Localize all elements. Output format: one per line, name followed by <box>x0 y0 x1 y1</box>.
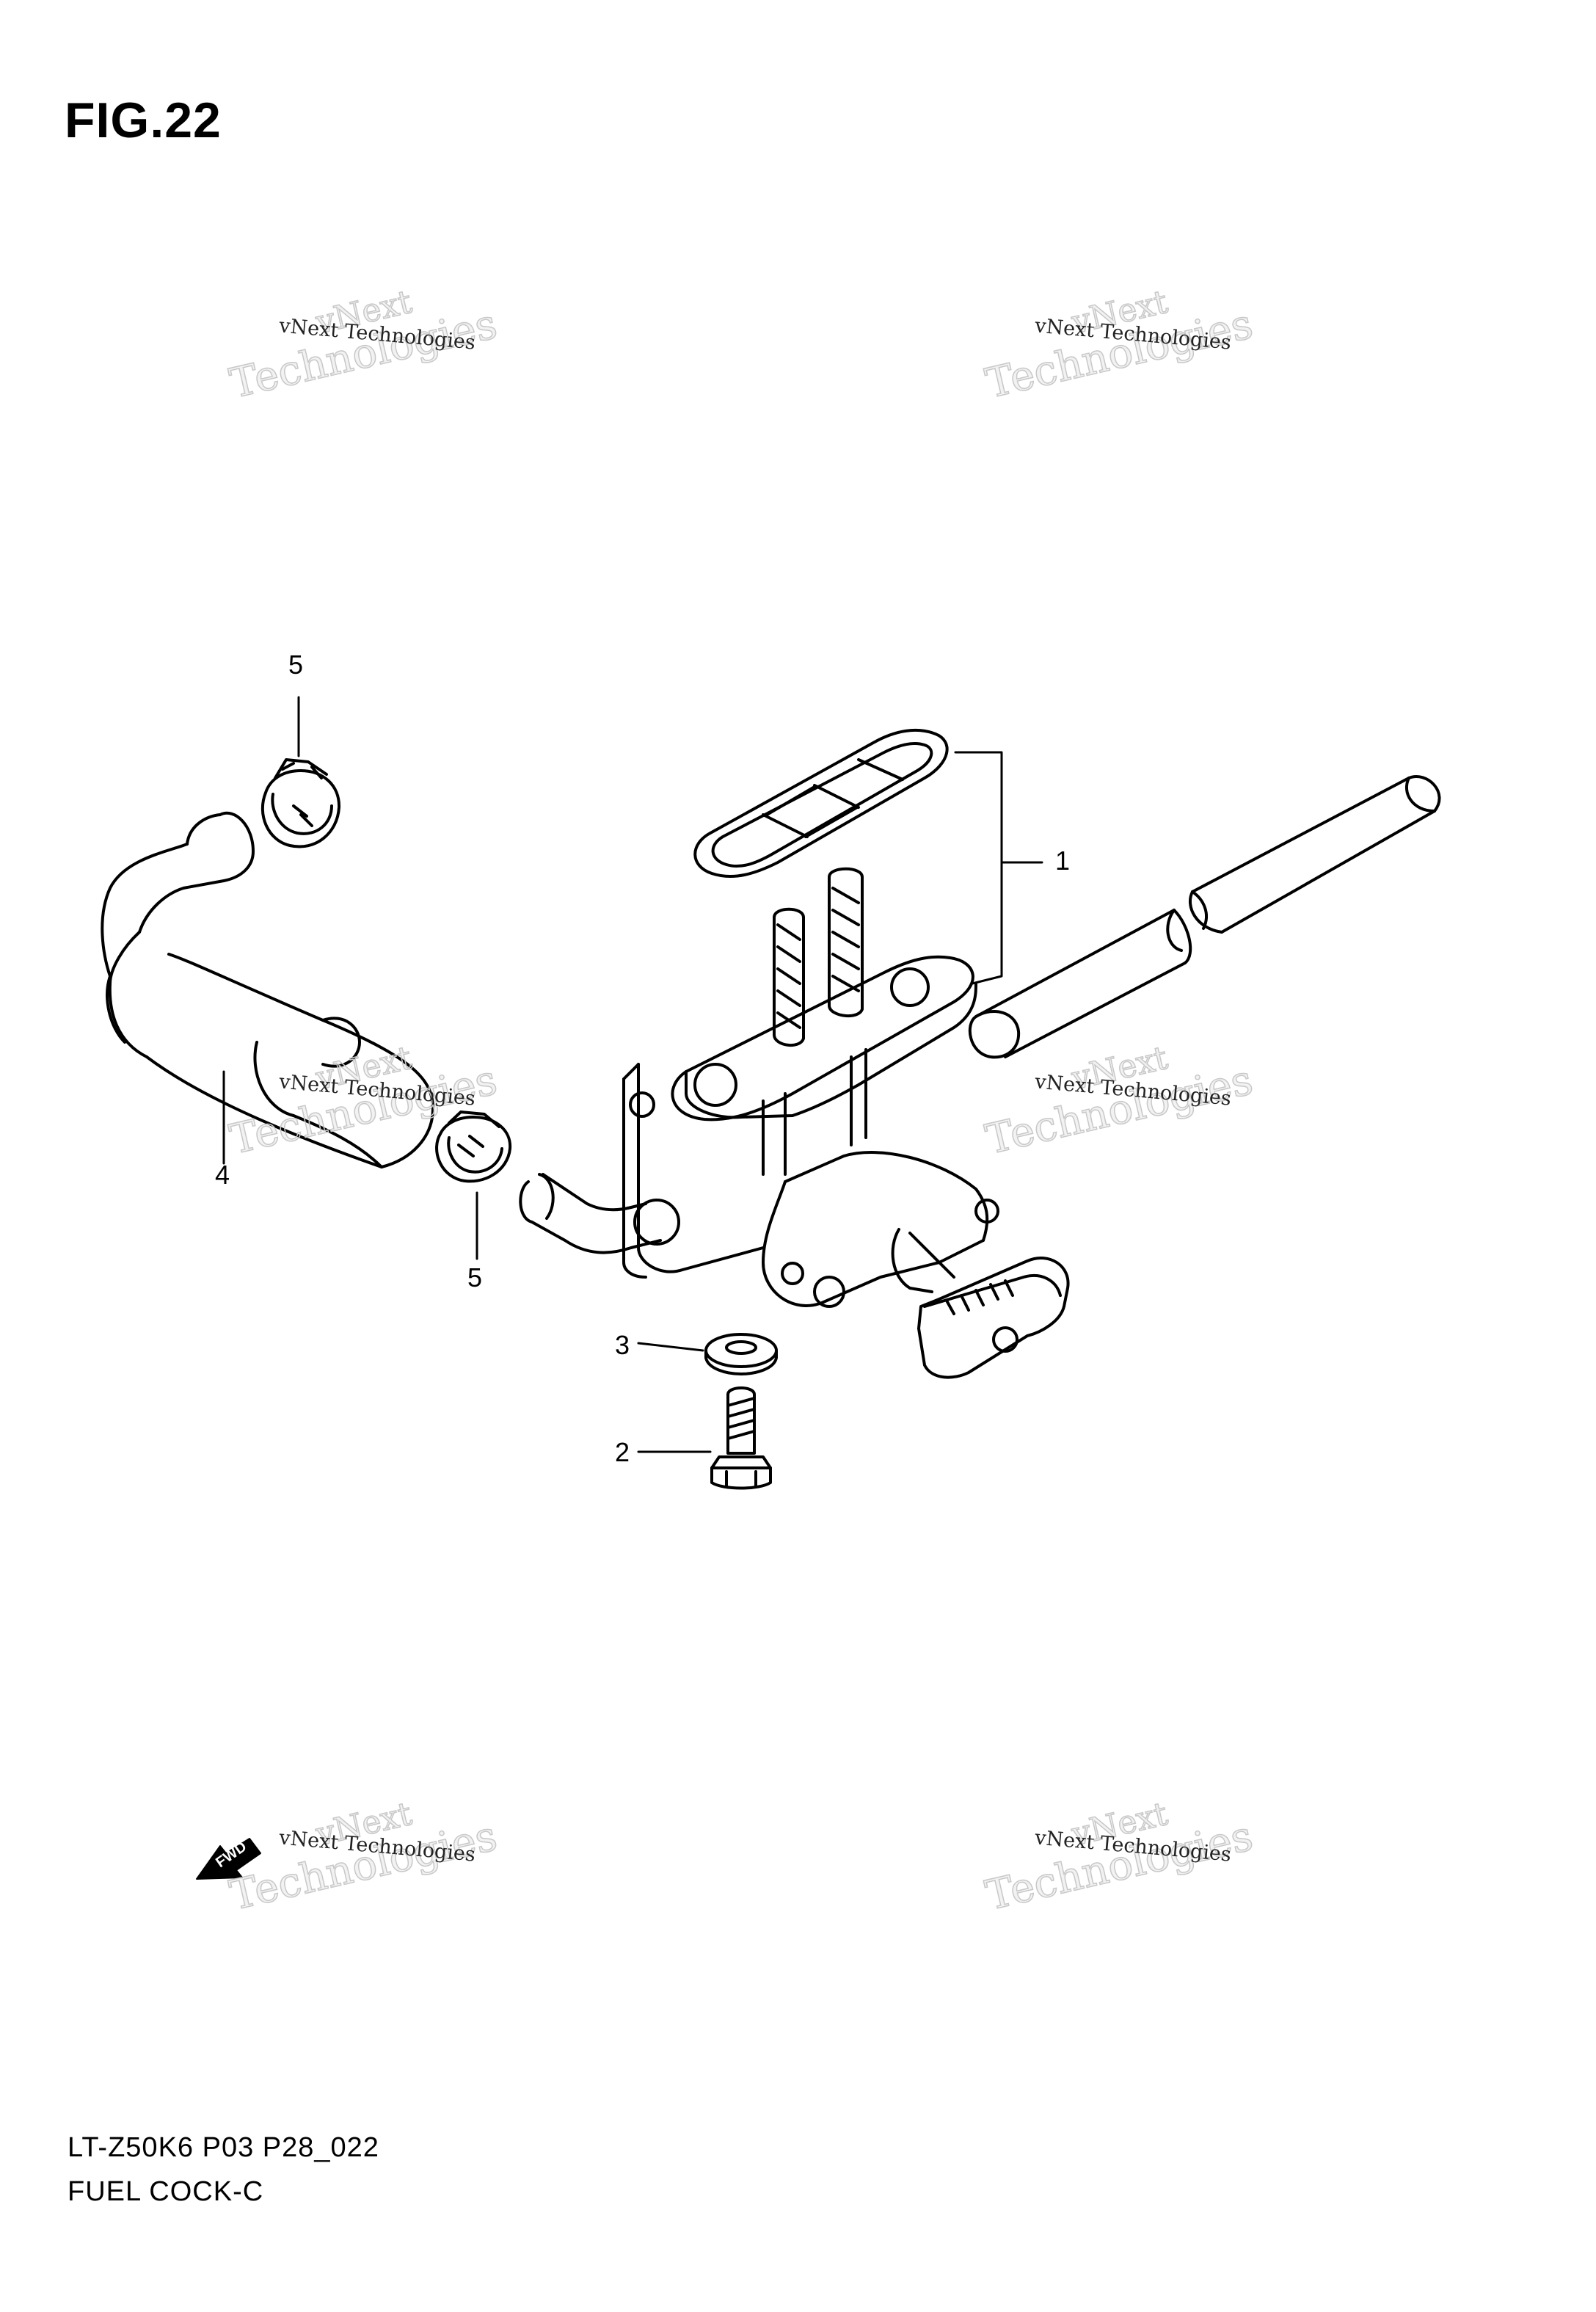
callout-part2: 2 <box>615 1437 630 1467</box>
fuel-cock-assembly <box>519 751 1070 1379</box>
callout-part4: 4 <box>215 1160 230 1190</box>
callout-part5-bottom: 5 <box>467 1262 483 1293</box>
hose-clamp-top <box>260 696 341 848</box>
hose-clamp-bottom <box>435 1110 512 1260</box>
fuel-hose-bent <box>101 812 434 1168</box>
section-name: FUEL COCK-C <box>68 2176 264 2207</box>
washer <box>637 1333 778 1375</box>
figure-title: FIG.22 <box>65 92 222 148</box>
callout-part1: 1 <box>1055 846 1071 876</box>
bolt <box>637 1386 772 1490</box>
model-code: LT-Z50K6 P03 P28_022 <box>68 2132 379 2163</box>
forward-arrow-icon: FWD <box>196 1838 261 1880</box>
fuel-cock-gasket <box>693 728 949 879</box>
callout-part3: 3 <box>615 1330 630 1360</box>
callout-part5-top: 5 <box>288 650 304 680</box>
fuel-hose-straight <box>968 775 1441 1059</box>
